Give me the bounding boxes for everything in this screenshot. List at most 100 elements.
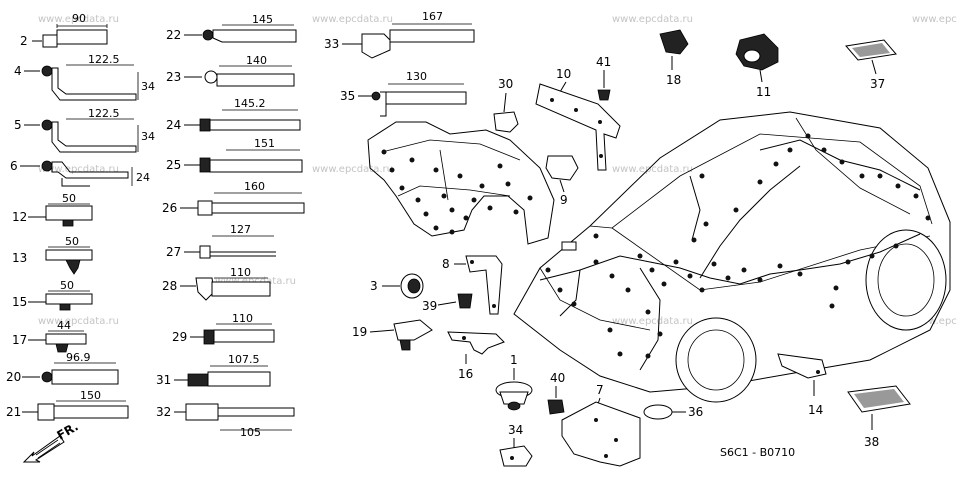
clip-4 [41,65,53,77]
dim-28: 110 [230,266,251,279]
callout-27: 27 [166,245,181,259]
clip-33 [361,33,391,59]
clip-21 [37,403,55,421]
callout-35: 35 [340,89,355,103]
bracket-10 [535,83,621,171]
diagram-code: S6C1 - B0710 [720,446,795,459]
dim-13: 50 [65,235,79,248]
tape-4 [51,67,137,101]
callout-5: 5 [14,118,22,132]
tape-13 [45,249,93,261]
callout-1: 1 [510,353,518,367]
callout-36: 36 [688,405,703,419]
connector-block [561,241,577,251]
callout-12: 12 [12,210,27,224]
callout-40: 40 [550,371,565,385]
callout-31: 31 [156,373,171,387]
dim-32: 105 [240,426,261,439]
clip-20 [41,371,53,383]
tape-22 [212,29,297,43]
car-body [513,111,951,403]
dim-26: 160 [244,180,265,193]
dim-25: 151 [254,137,275,150]
top-right-parts: 18 11 37 [659,29,897,99]
tape-25 [209,159,303,173]
callout-21: 21 [6,405,21,419]
callout-17: 17 [12,333,27,347]
watermark: www.epcdata.ru [612,316,693,327]
dim-17: 44 [57,319,71,332]
dim-35: 130 [406,70,427,83]
callout-22: 22 [166,28,181,42]
callout-26: 26 [162,201,177,215]
tape-31 [207,371,271,387]
clip-15 [59,303,71,311]
dim-27: 127 [230,223,251,236]
tape-17 [45,333,87,345]
clip-26 [197,200,213,216]
callout-39: 39 [422,299,437,313]
callout-29: 29 [172,330,187,344]
clip-32 [185,403,219,421]
clip-30 [493,111,519,133]
callout-3: 3 [370,279,378,293]
upper-bracket-parts: 10 30 41 9 [493,55,621,207]
clip-6 [41,160,53,172]
tape-2 [56,29,108,45]
tape-33 [389,29,475,43]
callout-16: 16 [458,367,473,381]
washer-36 [643,404,673,420]
clip-35 [371,91,381,101]
callout-20: 20 [6,370,21,384]
watermark: www.epcdata.ru [612,164,693,175]
callout-30: 30 [498,77,513,91]
watermark: www.epcdata.ru [312,164,393,175]
dim-24: 145.2 [234,97,266,110]
clip-18 [659,29,689,55]
clip-23 [204,70,218,84]
bracket-8 [465,255,503,315]
callout-38: 38 [864,435,879,449]
dim-22: 145 [252,13,273,26]
callout-10: 10 [556,67,571,81]
upper-center-clips: 33 167 35 130 [324,10,475,117]
bracket-16 [447,331,505,355]
tape-5 [51,121,137,153]
bolt-41 [597,89,611,101]
callout-18: 18 [666,73,681,87]
tape-15 [45,293,93,305]
clip-25 [199,157,211,173]
watermark: www.epcdata.ru [38,14,119,25]
watermark: www.epc [912,14,957,25]
bracket-9 [545,155,579,181]
watermark: www.epcdata.ru [312,14,393,25]
tape-26 [211,202,305,214]
dim-29: 110 [232,312,253,325]
callout-23: 23 [166,70,181,84]
callout-28: 28 [162,279,177,293]
dim-23: 140 [246,54,267,67]
tape-35 [385,91,467,105]
tape-23 [216,73,295,87]
tape-6 [51,161,129,179]
tape-28 [211,281,271,297]
tape-24 [209,119,301,131]
callout-4: 4 [14,64,22,78]
clip-22 [202,29,214,41]
callout-7: 7 [596,383,604,397]
dim-31: 107.5 [228,353,260,366]
tape-32 [218,407,295,417]
clip-29 [203,329,215,345]
callout-2: 2 [20,34,28,48]
callout-25: 25 [166,158,181,172]
callout-32: 32 [156,405,171,419]
watermark: www.epcdata.ru [612,14,693,25]
clip-31 [187,373,209,387]
dim-15: 50 [60,279,74,292]
callout-13: 13 [12,251,27,265]
side-dim-4: 34 [141,80,155,93]
tape-29 [213,329,275,343]
mid-parts: 3 8 39 19 16 [352,255,505,381]
front-direction-arrow: FR. [22,419,81,463]
